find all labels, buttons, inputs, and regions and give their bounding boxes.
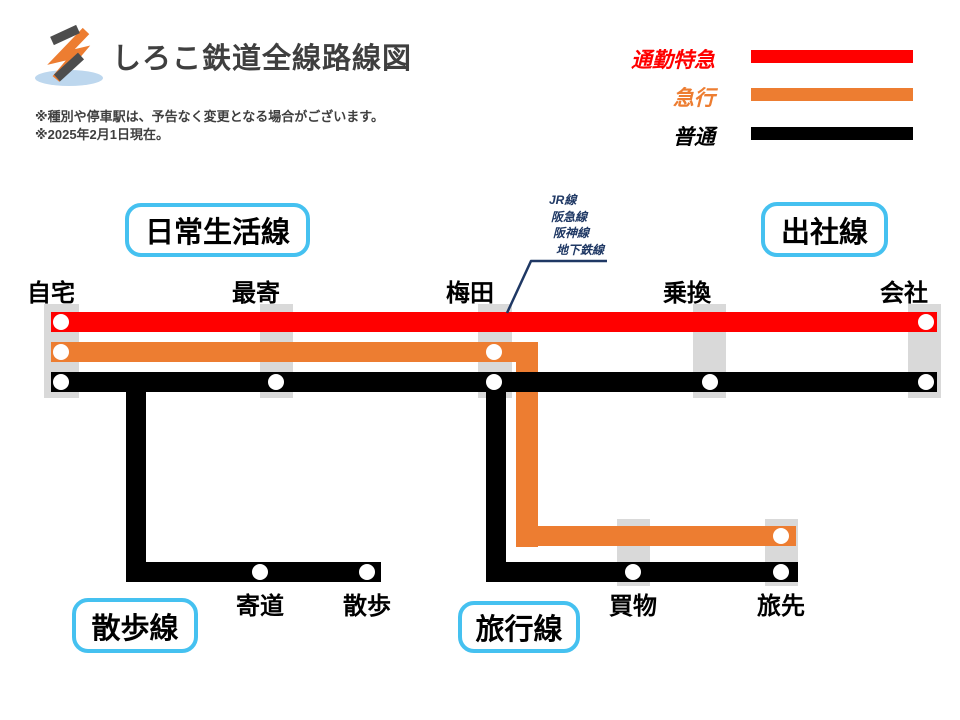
express-line-vertical: [516, 342, 538, 547]
umeda-connection-jr: JR線: [549, 193, 577, 207]
page-title: しろこ鉄道全線路線図: [112, 43, 413, 75]
line-name-box-sanpo: 散歩線: [72, 598, 198, 653]
stop-dot-local-moyori: [268, 374, 284, 390]
express-line-main: [51, 342, 538, 362]
legend-bar-local: [751, 127, 913, 140]
stop-dot-local-tabisaki: [773, 564, 789, 580]
shiroko-railway-logo-icon: [35, 24, 103, 86]
station-label-sanpo: 散歩: [343, 593, 391, 620]
line-name-box-shussha: 出社線: [761, 202, 888, 257]
station-label-norikae: 乗換: [663, 280, 711, 307]
commuter-express-line: [51, 312, 937, 332]
legend-label-commuter-express: 通勤特急: [631, 49, 715, 72]
stop-dot-local-yorimichi: [252, 564, 268, 580]
stop-dot-local-kaisha: [918, 374, 934, 390]
stop-dot-express-kaisha: [918, 314, 934, 330]
umeda-connections-note: JR線 阪急線 阪神線 地下鉄線: [549, 192, 604, 258]
line-name-box-daily-life: 日常生活線: [125, 203, 310, 257]
sanpo-line-vertical: [126, 372, 146, 582]
line-name-box-ryoko: 旅行線: [458, 601, 580, 653]
legend-label-local: 普通: [673, 126, 715, 149]
express-line-bottom: [516, 526, 796, 546]
umeda-connection-hankyu: 阪急線: [551, 209, 588, 224]
station-label-umeda: 梅田: [446, 280, 494, 307]
stop-dot-rapid-tabisaki: [773, 528, 789, 544]
stop-dot-rapid-home: [53, 344, 69, 360]
umeda-connection-subway: 地下鉄線: [556, 242, 605, 257]
stop-dot-local-umeda: [486, 374, 502, 390]
station-label-moyori: 最寄: [232, 280, 280, 307]
disclaimer-note: ※種別や停車駅は、予告なく変更となる場合がございます。: [35, 109, 384, 124]
stop-dot-rapid-umeda: [486, 344, 502, 360]
legend-label-express: 急行: [673, 87, 715, 110]
stop-dot-express-home: [53, 314, 69, 330]
stop-dot-local-home: [53, 374, 69, 390]
stop-dot-local-sanpo: [359, 564, 375, 580]
station-label-home: 自宅: [27, 280, 75, 307]
ryoko-line-vertical: [486, 372, 506, 582]
station-label-yorimichi: 寄道: [236, 593, 284, 620]
stop-dot-local-kaimono: [625, 564, 641, 580]
date-note: ※2025年2月1日現在。: [35, 127, 170, 142]
legend-bar-commuter-express: [751, 50, 913, 63]
station-label-kaisha: 会社: [880, 280, 928, 307]
ryoko-line-bottom: [486, 562, 798, 582]
stop-dot-local-norikae: [702, 374, 718, 390]
station-label-tabisaki: 旅先: [757, 593, 805, 620]
legend-bar-express: [751, 88, 913, 101]
umeda-connection-hanshin: 阪神線: [553, 226, 590, 240]
station-label-kaimono: 買物: [609, 593, 657, 620]
